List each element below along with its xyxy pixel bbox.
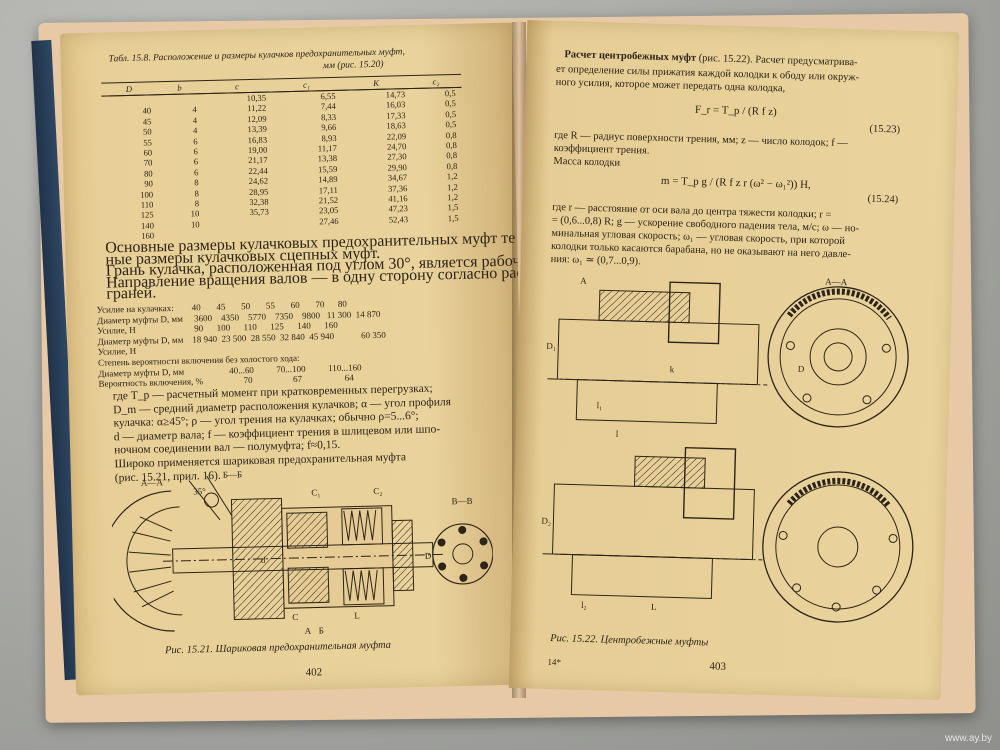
paragraph-basic-dimensions: Основные размеры кулачковых предохраните… bbox=[105, 229, 528, 303]
table-cell: 4 bbox=[192, 125, 198, 136]
table-cell: 1,5 bbox=[447, 212, 459, 224]
label-c1: C₁ bbox=[311, 487, 320, 497]
label-a: А bbox=[580, 276, 587, 286]
label-d1: D₁ bbox=[546, 341, 556, 351]
formula-15-23: F_r = T_p / (R f z) bbox=[694, 103, 777, 119]
upper-end-view bbox=[767, 286, 909, 428]
left-page: Табл. 15.8. Расположение и размеры кулач… bbox=[59, 22, 529, 696]
label-k: k bbox=[670, 364, 675, 374]
table-cell: 0,5 bbox=[445, 119, 457, 130]
table-header: b bbox=[156, 80, 203, 95]
label-d2: D₂ bbox=[541, 516, 551, 526]
section-a-a-view bbox=[110, 490, 183, 632]
label-l: L bbox=[354, 610, 360, 620]
label-l1: l₁ bbox=[597, 400, 603, 410]
label-l2: l₂ bbox=[581, 600, 587, 610]
formula-number-15-23: (15.23) bbox=[869, 123, 901, 136]
table-title-line2: мм (рис. 15.20) bbox=[322, 59, 384, 72]
watermark: www.ay.by bbox=[944, 732, 992, 744]
label-l-total: L bbox=[651, 602, 657, 612]
label-angle: 35° bbox=[193, 486, 206, 496]
label-section-b: Б bbox=[319, 625, 324, 635]
label-section-a: A bbox=[305, 626, 312, 636]
table-cell: 1,2 bbox=[446, 171, 458, 182]
label-l-lower: l bbox=[616, 429, 619, 439]
section-v-v-end-view bbox=[432, 523, 494, 585]
page-number-right: 403 bbox=[709, 660, 727, 673]
ball-clutch-drawing: А—А Б—Б В—В 35° C₁ C₂ C L D d A Б bbox=[110, 469, 494, 636]
label-v-v: В—В bbox=[451, 496, 472, 507]
label-a-a: А—А bbox=[141, 477, 164, 488]
signature-mark: 14* bbox=[547, 656, 562, 668]
label-c: C bbox=[292, 612, 298, 622]
upper-clutch-section bbox=[547, 281, 768, 425]
table-cell: 10 bbox=[190, 219, 200, 230]
label-b-b: Б—Б bbox=[223, 469, 243, 479]
text-lines-middle: где R — радиус поверхности трения, мм; z… bbox=[553, 129, 848, 176]
label-d-right: D bbox=[798, 364, 805, 374]
lower-end-view bbox=[762, 471, 914, 623]
section-b-b-inset bbox=[188, 475, 233, 521]
figure-caption-15-22: Рис. 15.22. Центробежные муфты bbox=[549, 632, 709, 649]
label-d-lower: d bbox=[261, 555, 266, 565]
lower-clutch-section bbox=[542, 446, 763, 599]
section-heading-ref: (рис. 15.22). Расчет предусматрива- bbox=[698, 52, 858, 69]
text-lines-bottom: где r — расстояние от оси вала до центра… bbox=[551, 201, 860, 275]
formula-15-24: m = T_p g / (R f z r (ω² − ω₁²)) Н, bbox=[660, 174, 811, 192]
right-page: Расчет центробежных муфт (рис. 15.22). Р… bbox=[508, 20, 960, 700]
label-c2: C₂ bbox=[373, 486, 382, 496]
load-statistics-block: Усилие на кулачках: 40 45 50 55 60 70 80… bbox=[97, 298, 387, 390]
label-a-a-right: А—А bbox=[825, 277, 848, 288]
formula-number-15-24: (15.24) bbox=[867, 193, 899, 206]
label-d-upper: D bbox=[425, 551, 432, 561]
figure-caption-15-21: Рис. 15.21. Шариковая предохранительная … bbox=[164, 639, 392, 657]
table-header: c₂ bbox=[410, 74, 462, 89]
centrifugal-clutch-drawings: А А—А D₁ D₂ l l₁ l₂ L k D bbox=[541, 276, 914, 623]
page-number-left: 402 bbox=[305, 666, 323, 679]
section-heading: Расчет центробежных муфт bbox=[564, 49, 697, 64]
text-lines-top: ет определение силы прижатия каждой коло… bbox=[555, 63, 860, 97]
clutch-longitudinal-section bbox=[162, 497, 443, 621]
table-cell: 8 bbox=[194, 177, 199, 188]
